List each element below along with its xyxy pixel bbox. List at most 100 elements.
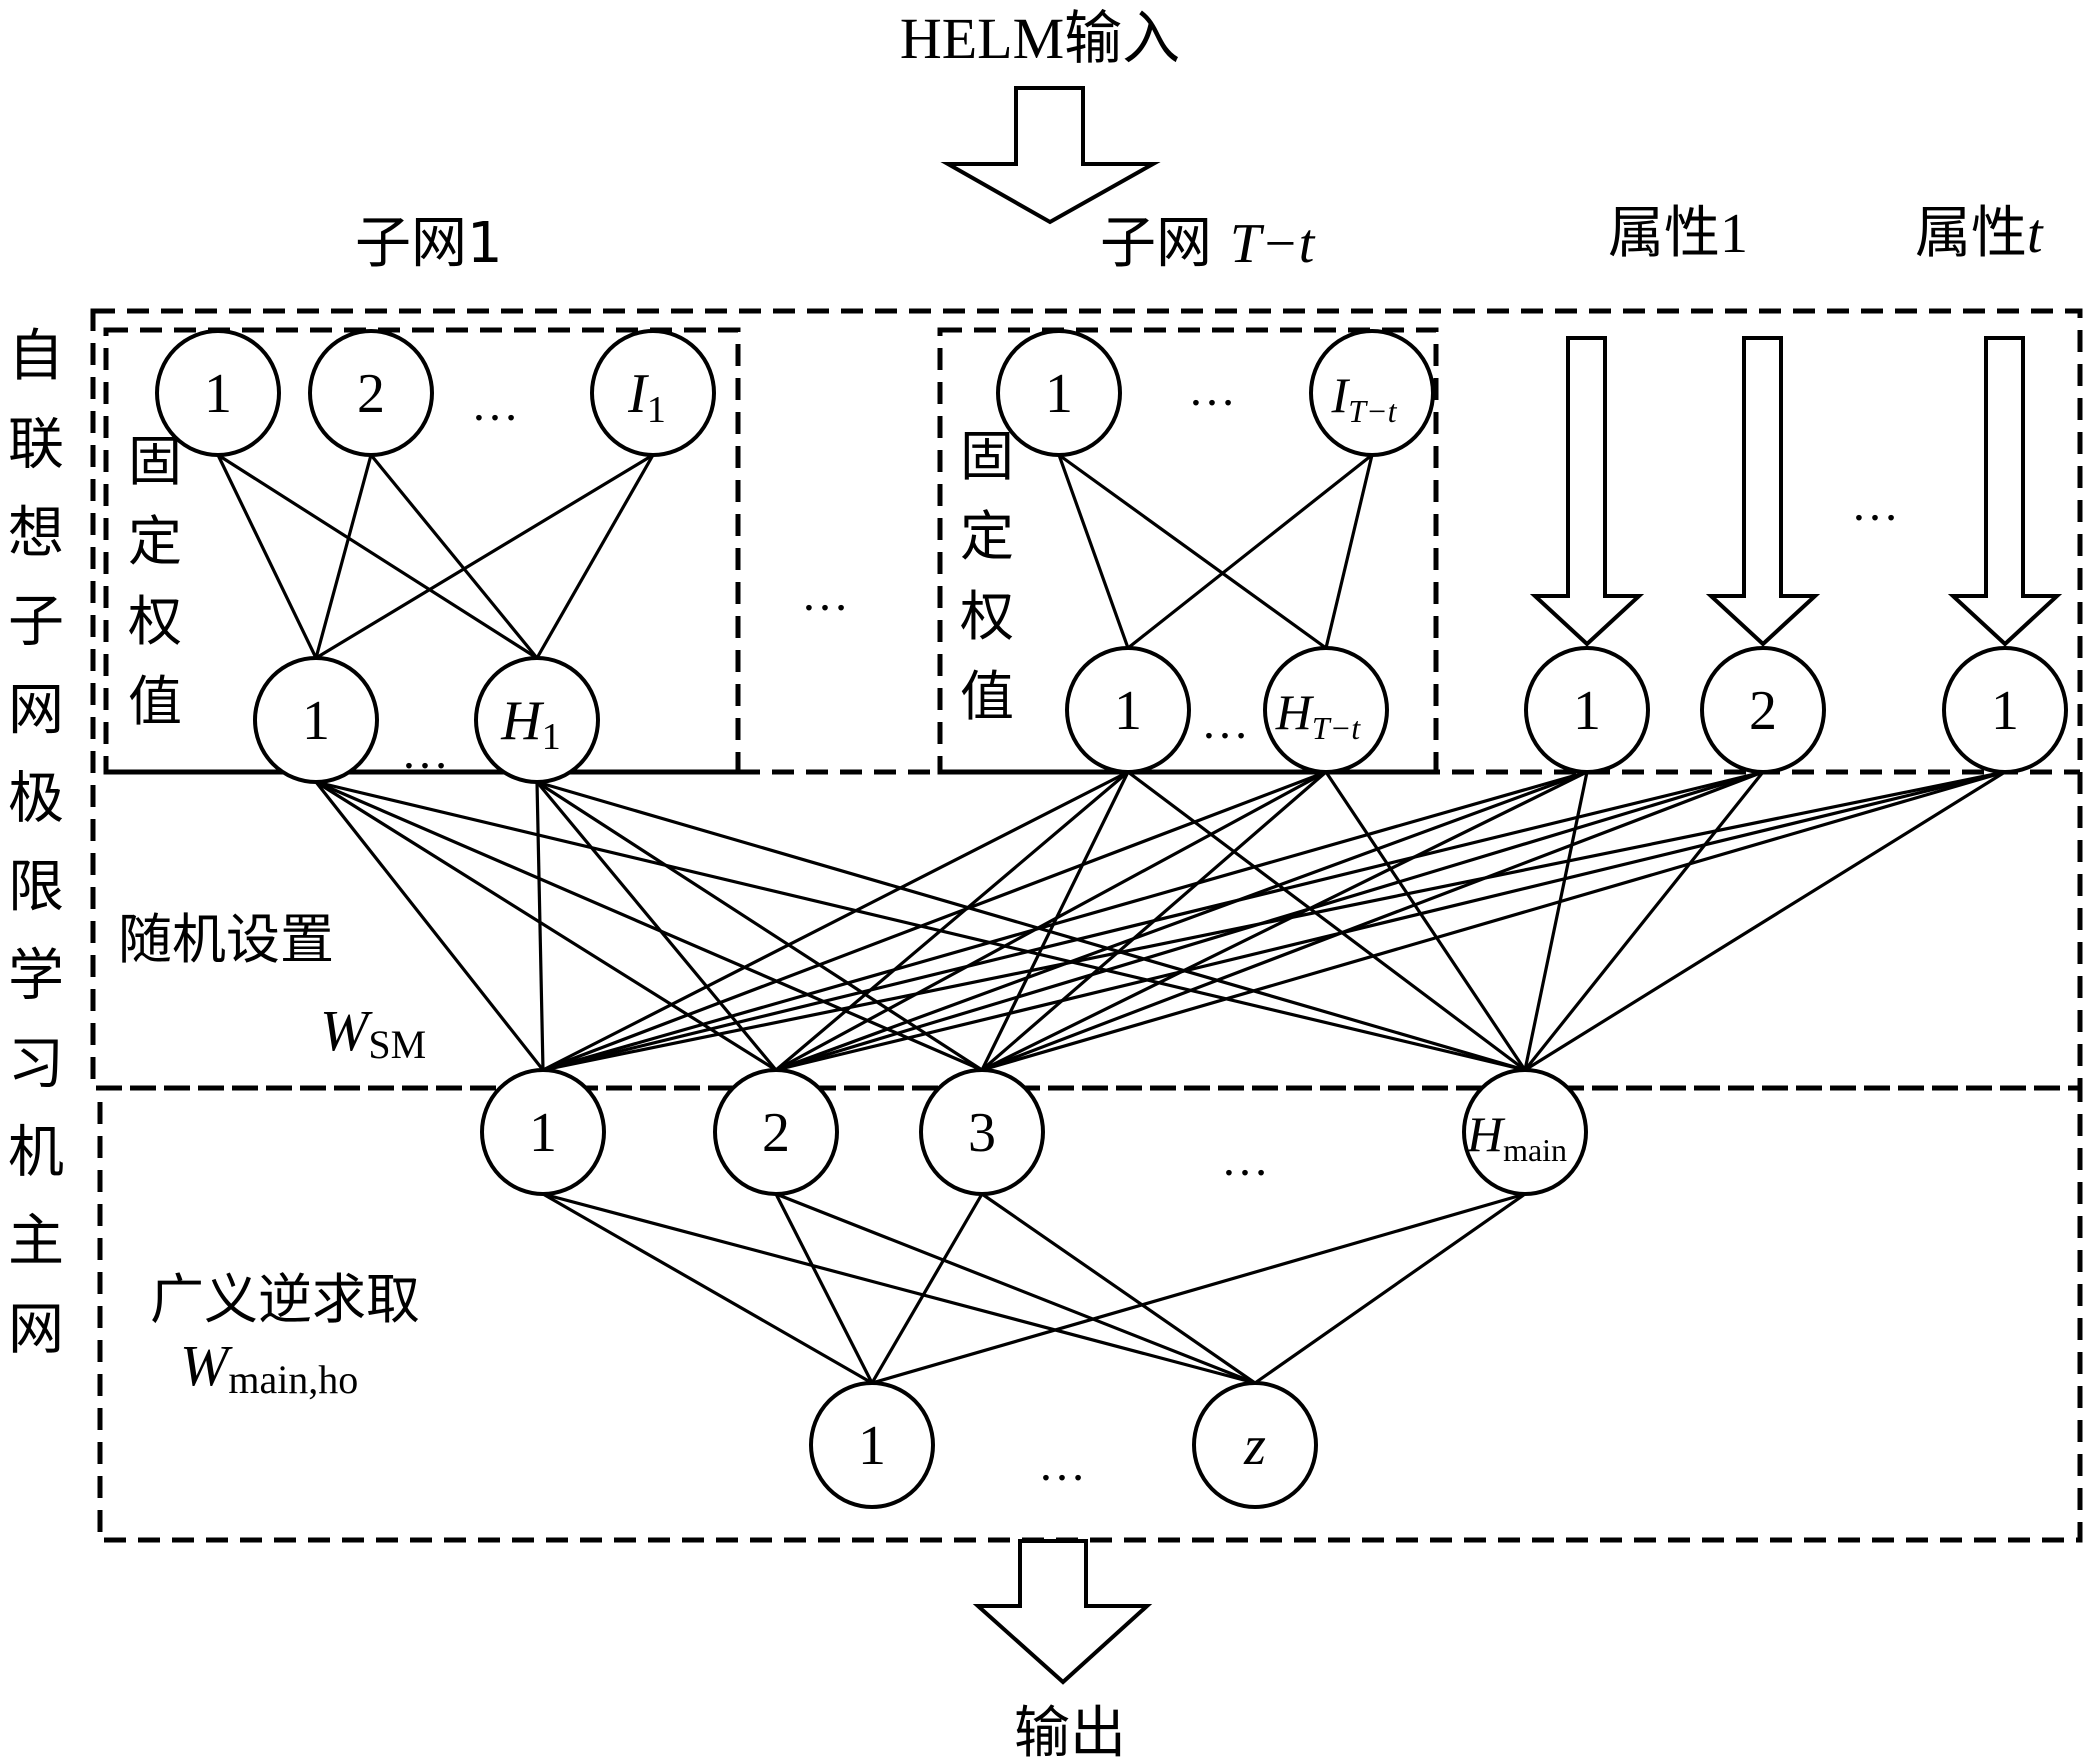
node-circle <box>480 1068 606 1196</box>
node-label: H1 <box>500 690 560 758</box>
edge-random-weight <box>542 770 1764 1072</box>
edge-subnet-Tt <box>1324 454 1374 649</box>
node-label: I1 <box>627 363 666 431</box>
vertical-char: 习 <box>8 1032 64 1097</box>
node-circle <box>713 1068 839 1196</box>
ellipsis-output: … <box>1038 1438 1086 1491</box>
node-attr-2: 2 <box>1700 646 1826 774</box>
node-circle <box>1263 646 1389 774</box>
node-o-z: z <box>1192 1381 1318 1509</box>
edge-random-weight <box>542 770 1129 1072</box>
node-circle <box>253 656 379 784</box>
subnet1-fixed-weights-box <box>103 327 741 775</box>
node-label: Hmain <box>1466 1106 1567 1168</box>
vertical-char: 值 <box>960 665 1014 728</box>
node-label: 1 <box>1114 680 1142 742</box>
edge-subnet1 <box>535 454 655 659</box>
edge-subnet1 <box>314 454 373 659</box>
edge-random-weight <box>775 770 1588 1072</box>
attribute-input-arrow-icon <box>1705 336 1821 647</box>
edge-random-weight <box>315 780 777 1072</box>
edge-random-weight <box>1324 771 1527 1071</box>
node-circle <box>996 329 1122 457</box>
vertical-char: 固 <box>960 425 1014 488</box>
node-st-in-I: IT−t <box>1309 329 1435 457</box>
w-main-ho-label: Wmain,ho <box>180 1333 358 1402</box>
edge-random-weight <box>981 770 2006 1072</box>
edge-output-weight <box>1254 1192 1526 1385</box>
node-label: IT−t <box>1331 367 1398 429</box>
node-label: 1 <box>204 363 232 425</box>
edge-random-weight <box>981 770 1588 1072</box>
input-arrow-icon <box>940 86 1161 225</box>
node-circle <box>809 1381 935 1509</box>
edge-random-weight <box>1523 771 1765 1071</box>
vertical-char: 权 <box>960 585 1014 648</box>
vertical-char: 机 <box>8 1121 64 1186</box>
node-m-3: 3 <box>919 1068 1045 1196</box>
attribute-1-label: 属性1 <box>1608 201 1748 266</box>
vertical-char: 权 <box>128 590 182 653</box>
node-st-in-1: 1 <box>996 329 1122 457</box>
node-m-2: 2 <box>713 1068 839 1196</box>
vertical-char: 联 <box>8 413 64 478</box>
edge-random-weight <box>314 781 545 1071</box>
edge-subnet1 <box>315 453 654 660</box>
edge-output-weight <box>871 1192 1526 1385</box>
vertical-char: 子 <box>8 590 64 655</box>
ellipsis-between-subnets: … <box>801 568 849 621</box>
attribute-input-arrow-icon <box>1529 336 1645 647</box>
edge-random-weight <box>542 770 1588 1072</box>
edge-output-weight <box>981 1192 1256 1385</box>
node-label: 1 <box>1573 680 1601 742</box>
node-label: 1 <box>302 690 330 752</box>
node-circle <box>1524 646 1650 774</box>
vertical-char: 定 <box>960 505 1014 568</box>
edge-subnet-Tt <box>1057 454 1130 649</box>
main-net-box <box>97 1085 2083 1543</box>
node-label: 3 <box>968 1102 996 1164</box>
ellipsis-main-hidden: … <box>1221 1133 1269 1186</box>
ellipsis-attributes: … <box>1851 478 1899 531</box>
random-setting-label: 随机设置 <box>118 908 334 971</box>
edge-random-weight <box>542 770 1327 1072</box>
output-arrow-icon <box>972 1539 1153 1685</box>
node-circle <box>474 656 600 784</box>
edge-output-weight <box>870 1193 984 1384</box>
node-label: 2 <box>762 1102 790 1164</box>
output-label: 输出 <box>1014 1701 1126 1764</box>
vertical-char: 固 <box>128 430 182 493</box>
edge-random-weight <box>775 770 2006 1072</box>
node-circle <box>1309 329 1435 457</box>
edge-output-weight <box>774 1193 874 1384</box>
node-circle <box>1065 646 1191 774</box>
node-label: 1 <box>1045 363 1073 425</box>
node-circle <box>1700 646 1826 774</box>
edge-subnet-Tt <box>1127 453 1373 650</box>
ellipsis-subnetTt-input: … <box>1188 363 1236 416</box>
node-label: 1 <box>529 1102 557 1164</box>
vertical-char: 主 <box>8 1209 64 1274</box>
edge-subnet1 <box>217 453 538 660</box>
node-circle <box>308 329 434 457</box>
attribute-t-label: 属性t <box>1915 201 2044 266</box>
ellipsis-subnet1-hidden: … <box>401 726 449 779</box>
edge-random-weight <box>535 781 545 1071</box>
node-label: 2 <box>357 363 385 425</box>
ellipsis-subnetTt-hidden: … <box>1201 696 1249 749</box>
ellipsis-subnet1-input: … <box>471 378 519 431</box>
node-label: HT−t <box>1275 684 1362 746</box>
edge-random-weight <box>536 780 1526 1072</box>
vertical-char: 定 <box>128 510 182 573</box>
vertical-char: 想 <box>8 501 64 566</box>
node-circle <box>1942 646 2068 774</box>
node-circle <box>155 329 281 457</box>
edge-random-weight <box>1524 770 2006 1072</box>
vertical-char: 网 <box>8 678 64 743</box>
edge-output-weight <box>775 1192 1256 1385</box>
edge-subnet1 <box>216 454 318 659</box>
vertical-char: 限 <box>8 855 64 920</box>
node-attr-1: 1 <box>1524 646 1650 774</box>
